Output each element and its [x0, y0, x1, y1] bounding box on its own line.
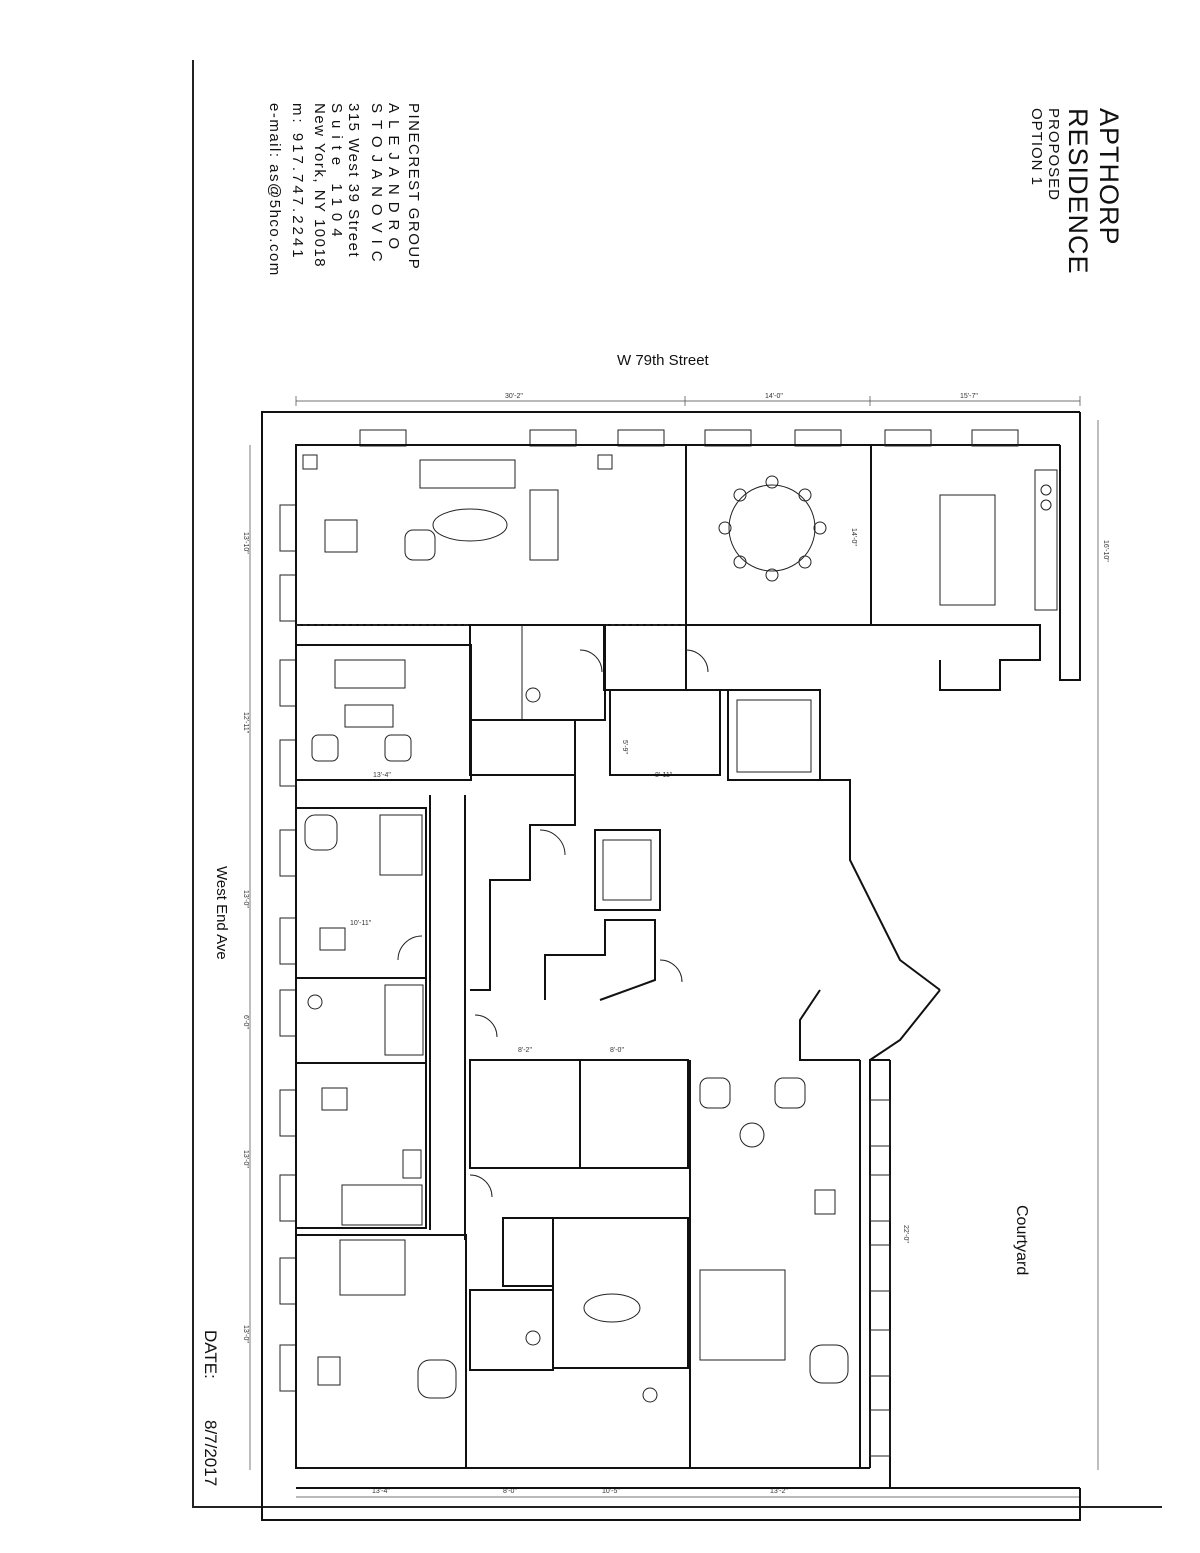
dim-left-3: 13'-0" — [242, 890, 249, 908]
dim-top-3: 15'-7" — [960, 393, 978, 400]
dim-interior-4: 8'-0" — [610, 1047, 624, 1054]
windows — [279, 429, 1019, 1457]
page-border-bottom — [192, 1506, 1162, 1508]
dim-right-1: 16'-10" — [1102, 540, 1109, 562]
dim-bottom-4: 13'-2" — [770, 1488, 788, 1495]
dim-left-5: 13'-0" — [242, 1150, 249, 1168]
dim-left-1: 13'-10" — [242, 532, 249, 554]
exterior-walls — [261, 411, 1081, 1521]
dim-interior-2: 10'-11" — [350, 920, 372, 927]
doors — [397, 649, 709, 1198]
dim-left-6: 13'-0" — [242, 1325, 249, 1343]
dim-interior-5: 14'-0" — [850, 528, 857, 546]
dim-interior-1: 13'-4" — [373, 772, 391, 779]
furniture — [302, 454, 1058, 1403]
dim-right-2: 22'-0" — [902, 1225, 909, 1243]
dim-bottom-2: 8'-0" — [503, 1488, 517, 1495]
street-north-label: W 79th Street — [617, 352, 709, 369]
dim-interior-7: 5'-9" — [621, 740, 628, 754]
dim-bottom-1: 13'-4" — [372, 1488, 390, 1495]
dim-top-1: 30'-2" — [505, 393, 523, 400]
dim-bottom-3: 10'-5" — [602, 1488, 620, 1495]
interior-walls — [295, 444, 1041, 1469]
dim-left-2: 12'-11" — [242, 712, 249, 734]
dim-top-2: 14'-0" — [765, 393, 783, 400]
dim-interior-3: 8'-2" — [518, 1047, 532, 1054]
dim-left-4: 6'-0" — [242, 1015, 249, 1029]
dimension-lines — [249, 396, 1099, 1498]
page-border-left — [192, 60, 194, 1508]
dimension-labels: 30'-2" 14'-0" 15'-7" 13'-4" 8'-0" 10'-5"… — [242, 393, 1109, 1495]
